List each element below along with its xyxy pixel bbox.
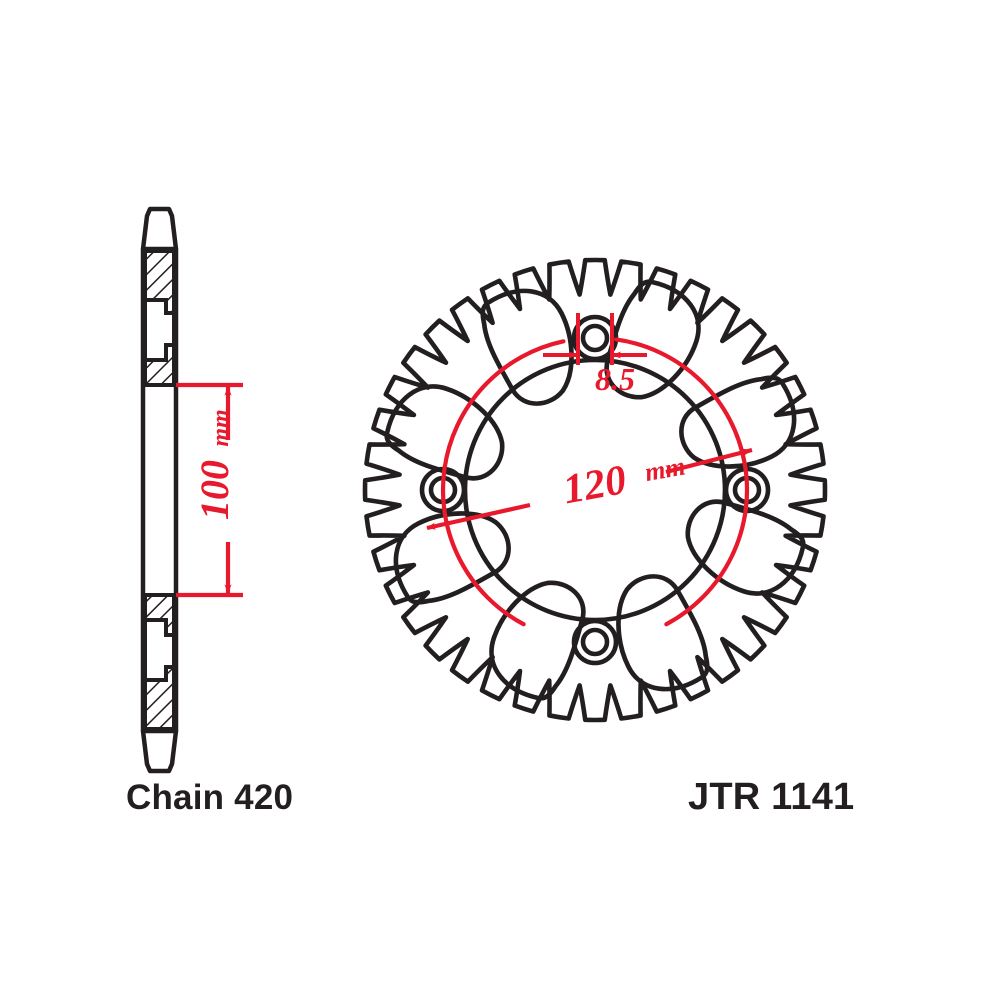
centre-bore-value: 100 bbox=[192, 460, 237, 520]
bolt-hole-inner-circle bbox=[580, 323, 610, 353]
bolt-circle-arrow-left bbox=[426, 502, 531, 531]
bolt-hole-value: 8.5 bbox=[595, 361, 635, 397]
lightening-holes-group bbox=[384, 279, 806, 701]
section-hatch-lower bbox=[143, 593, 176, 731]
bolt-hole-inner-circle bbox=[580, 627, 610, 657]
lightening-hole bbox=[679, 375, 797, 469]
lightening-hole bbox=[685, 499, 806, 596]
dimension-label-centre-bore: 100 mm bbox=[192, 409, 237, 520]
centre-bore-region bbox=[145, 383, 174, 597]
bolt-circle-unit: mm bbox=[643, 451, 688, 487]
bolt-hole bbox=[571, 314, 619, 362]
face-view: 120 mm 8.5 bbox=[362, 257, 828, 723]
dimension-bolt-circle: 120 mm bbox=[426, 447, 753, 531]
bolt-circle-value: 120 bbox=[560, 457, 630, 513]
lightening-hole bbox=[384, 384, 505, 481]
bolt-hole-outer-circle bbox=[571, 618, 619, 666]
pcd-arc-left bbox=[440, 339, 566, 627]
side-section-view: 100 mm bbox=[140, 206, 243, 774]
lightening-hole bbox=[604, 279, 701, 400]
lightening-hole bbox=[616, 574, 710, 692]
bolt-circle-arrow-right bbox=[665, 447, 753, 475]
lightening-hole bbox=[480, 288, 574, 406]
section-hatch-upper bbox=[143, 249, 176, 387]
dimension-centre-bore bbox=[176, 382, 243, 598]
centre-bore-unit: mm bbox=[208, 409, 234, 446]
dimension-bolt-hole bbox=[543, 313, 647, 365]
sprocket-tooth-ring bbox=[362, 257, 828, 723]
lightening-hole bbox=[489, 580, 586, 701]
bolt-hole-outer-circle bbox=[571, 314, 619, 362]
pcd-arc-right bbox=[614, 337, 750, 627]
bolt-circle-arcs bbox=[440, 337, 750, 627]
lightening-hole bbox=[393, 511, 511, 605]
bolt-hole bbox=[571, 618, 619, 666]
